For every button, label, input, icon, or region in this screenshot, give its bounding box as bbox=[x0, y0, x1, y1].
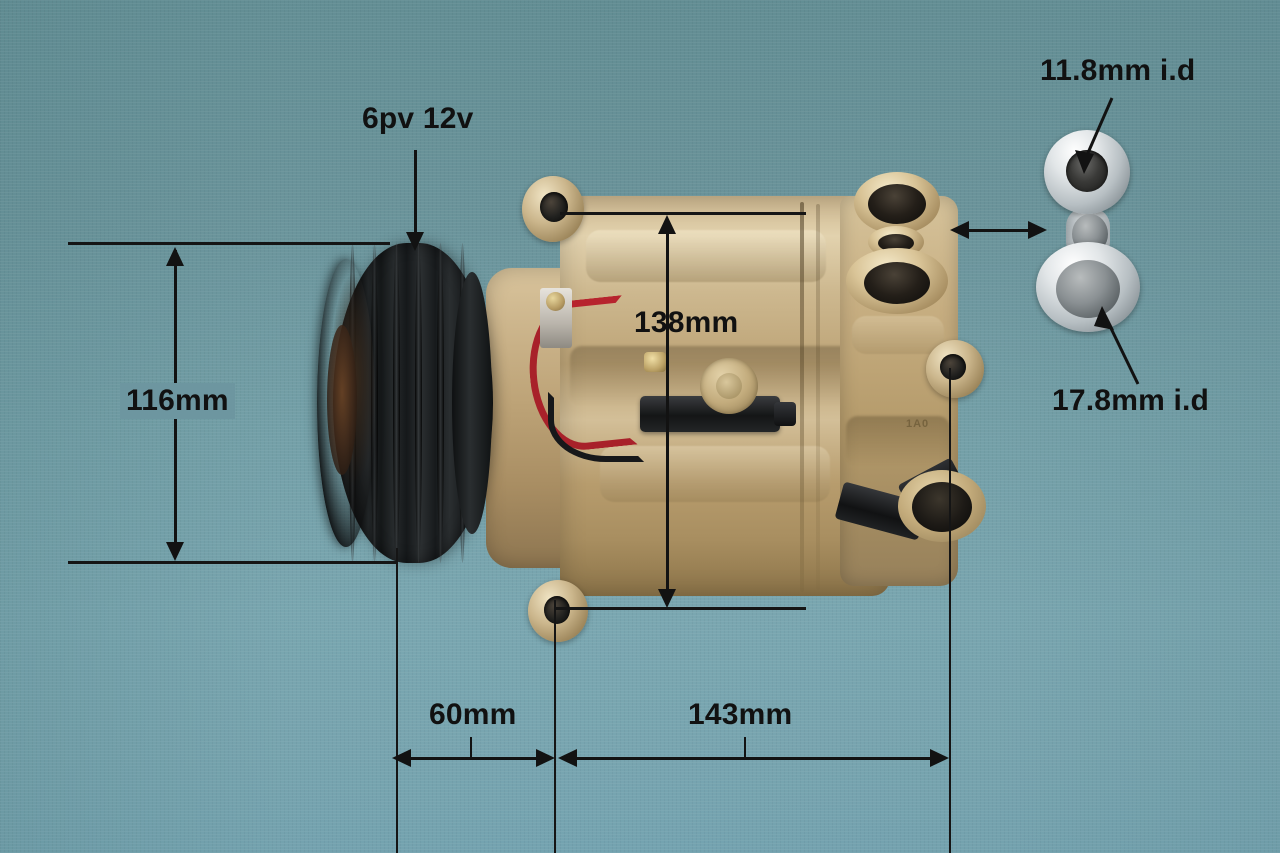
black-wire bbox=[548, 392, 644, 462]
dim-116-label: 116mm bbox=[120, 383, 235, 419]
dim-60-arrowhead-right-icon bbox=[536, 749, 555, 767]
compressor-main-body bbox=[560, 196, 890, 596]
port-upper-label: 11.8mm i.d bbox=[1040, 54, 1196, 87]
dim-116-arrowhead-bottom-icon bbox=[166, 542, 184, 561]
clutch-plate bbox=[452, 272, 492, 534]
compressor-port-face bbox=[846, 172, 954, 317]
mount-hole-top-front bbox=[540, 192, 568, 222]
dim-60-extension-left bbox=[396, 548, 398, 853]
dim-143-tick bbox=[744, 737, 746, 759]
dim-143-label: 143mm bbox=[688, 698, 793, 731]
belt-spec-leader-line bbox=[414, 150, 417, 240]
dim-138-arrowhead-top-icon bbox=[658, 215, 676, 234]
dim-138-arrowhead-bottom-icon bbox=[658, 589, 676, 608]
mount-hole-bottom-front bbox=[544, 596, 570, 624]
mount-hole-rear bbox=[940, 354, 966, 380]
port-lower-label: 17.8mm i.d bbox=[1052, 384, 1210, 417]
rear-sensor-bore bbox=[912, 482, 972, 532]
belt-spec-arrowhead-icon bbox=[406, 232, 424, 251]
dim-60-arrowhead-left-icon bbox=[392, 749, 411, 767]
dim-143-arrowhead-right-icon bbox=[930, 749, 949, 767]
dim-138-label: 138mm bbox=[634, 306, 739, 339]
dim-116-extension-bottom bbox=[68, 561, 398, 564]
dim-138-extension-top bbox=[560, 212, 806, 215]
dim-138-dimension-line bbox=[666, 220, 669, 602]
dim-60-label: 60mm bbox=[429, 698, 517, 731]
belt-spec-label: 6pv 12v bbox=[362, 102, 474, 135]
dim-143-arrowhead-left-icon bbox=[558, 749, 577, 767]
body-screw bbox=[644, 352, 666, 372]
port-lower-leader bbox=[1094, 306, 1140, 385]
dim-60-extension-right bbox=[554, 600, 556, 853]
manifold-block bbox=[1032, 130, 1142, 332]
control-valve-cap bbox=[700, 358, 758, 414]
port-upper-leader bbox=[1075, 97, 1114, 174]
mating-gap-arrowhead-right-icon bbox=[1028, 221, 1047, 239]
terminal-screw bbox=[546, 292, 565, 311]
dim-143-extension-right bbox=[949, 368, 951, 853]
dim-60-tick bbox=[470, 737, 472, 759]
pulley-hub bbox=[327, 325, 357, 475]
dim-116-extension-top bbox=[68, 242, 390, 245]
mating-gap-arrowhead-left-icon bbox=[950, 221, 969, 239]
dim-60-dimension-line bbox=[404, 757, 548, 760]
dim-116-arrowhead-top-icon bbox=[166, 247, 184, 266]
dim-143-dimension-line bbox=[566, 757, 942, 760]
manifold-lower-port bbox=[1056, 260, 1120, 318]
mating-gap-line bbox=[962, 229, 1036, 232]
dim-138-extension-bottom bbox=[556, 607, 806, 610]
casting-mark: 1A0 bbox=[906, 418, 930, 430]
